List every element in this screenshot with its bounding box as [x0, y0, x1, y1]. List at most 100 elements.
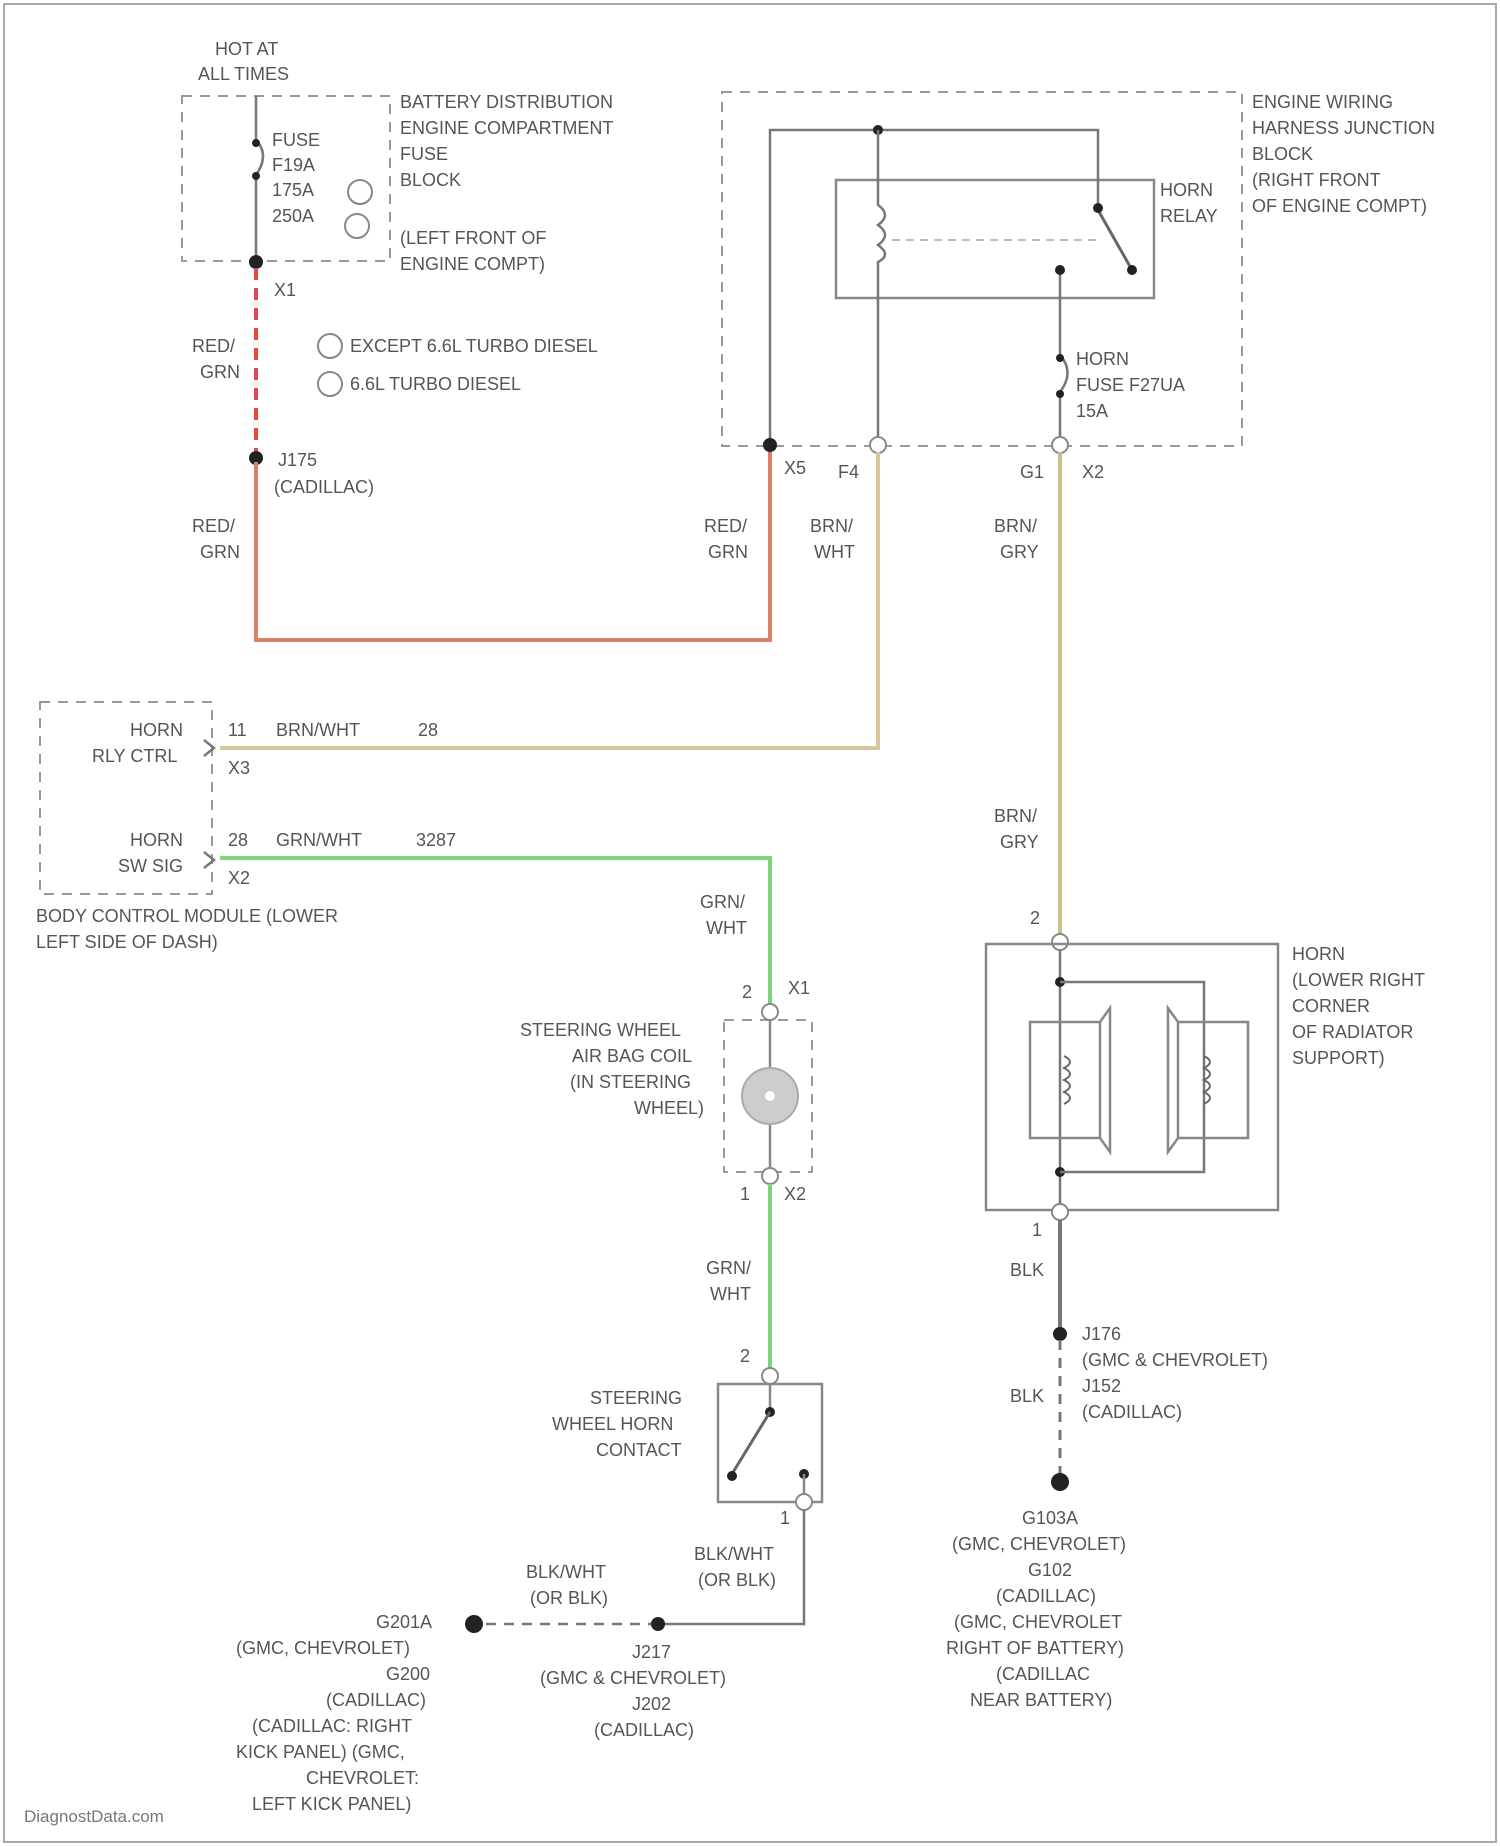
horn-label-2: (LOWER RIGHT — [1292, 970, 1425, 990]
horn-contact-label-3: CONTACT — [596, 1440, 682, 1460]
g103-label-6: RIGHT OF BATTERY) — [946, 1638, 1124, 1658]
battery-block-label-1: BATTERY DISTRIBUTION — [400, 92, 613, 112]
horn-pin-1: 1 — [1032, 1220, 1042, 1240]
g103-label-7: (CADILLAC — [996, 1664, 1090, 1684]
connector-f4 — [870, 437, 886, 453]
j217-label-2: (GMC & CHEVROLET) — [540, 1668, 726, 1688]
connector-coil-x1 — [762, 1004, 778, 1020]
jb-label-2: HARNESS JUNCTION — [1252, 118, 1435, 138]
horn-contact: 2 1 STEERING WHEEL HORN CONTACT — [552, 1346, 822, 1528]
wire-label-red-grn-3: RED/ — [192, 516, 235, 536]
horn-contact-switch — [732, 1412, 770, 1474]
g103-label-5: (GMC, CHEVROLET — [954, 1612, 1122, 1632]
wire-label-brn-gry-4: GRY — [1000, 832, 1039, 852]
fuse-main-label-3: 175A — [272, 180, 314, 200]
g201-label-2: (GMC, CHEVROLET) — [236, 1638, 410, 1658]
horn-label-5: SUPPORT) — [1292, 1048, 1385, 1068]
hot-label-2: ALL TIMES — [198, 64, 289, 84]
bcm-rly-pin: 11 — [228, 720, 247, 740]
bcm-rly-circuit: 28 — [418, 720, 438, 740]
bcm-rly-wire: BRN/WHT — [276, 720, 360, 740]
connector-coil-x2 — [762, 1168, 778, 1184]
bcm-sw-connector: X2 — [228, 868, 250, 888]
wire-label-red-grn-5: RED/ — [704, 516, 747, 536]
wire-red-grn — [256, 445, 770, 640]
wire-label-brn-gry-2: GRY — [1000, 542, 1039, 562]
g103-label-3: G102 — [1028, 1560, 1072, 1580]
wire-label-brn-gry-3: BRN/ — [994, 806, 1037, 826]
wire-label-brn-wht-2: WHT — [814, 542, 855, 562]
coil-pin-1: 1 — [740, 1184, 750, 1204]
g201-label-8: LEFT KICK PANEL) — [252, 1794, 411, 1814]
bcm-sw-label-1: HORN — [130, 830, 183, 850]
battery-block-label-6: (LEFT FRONT OF — [400, 228, 546, 248]
j217-label-4: (CADILLAC) — [594, 1720, 694, 1740]
g201-label-4: (CADILLAC) — [326, 1690, 426, 1710]
wire-label-brn-gry-1: BRN/ — [994, 516, 1037, 536]
bcm-sw-circuit: 3287 — [416, 830, 456, 850]
wire-label-grn-wht-2: WHT — [706, 918, 747, 938]
battery-block-label-7: ENGINE COMPT) — [400, 254, 545, 274]
horn-label-4: OF RADIATOR — [1292, 1022, 1413, 1042]
pin-x2: X2 — [1082, 462, 1104, 482]
bcm-label-2: LEFT SIDE OF DASH) — [36, 932, 218, 952]
wire-label-grn-wht-1: GRN/ — [700, 892, 745, 912]
g103-label-1: G103A — [1022, 1508, 1078, 1528]
g201-label-7: CHEVROLET: — [306, 1768, 419, 1788]
bcm-rly-label-1: HORN — [130, 720, 183, 740]
j176-label-1: J176 — [1082, 1324, 1121, 1344]
j176-label-3: J152 — [1082, 1376, 1121, 1396]
bcm-rly-connector: X3 — [228, 758, 250, 778]
blk-wht-left-2: (OR BLK) — [530, 1588, 608, 1608]
note-2-icon-legend — [318, 372, 342, 396]
jb-label-1: ENGINE WIRING — [1252, 92, 1393, 112]
bcm-sw-label-2: SW SIG — [118, 856, 183, 876]
horn-contact-label-1: STEERING — [590, 1388, 682, 1408]
wire-grn-wht — [220, 858, 770, 1010]
g103-label-2: (GMC, CHEVROLET) — [952, 1534, 1126, 1554]
relay-switch — [1098, 210, 1132, 270]
battery-fuse-block: HOT AT ALL TIMES BATTERY DISTRIBUTION EN… — [182, 39, 613, 300]
wire-label-red-grn-4: GRN — [200, 542, 240, 562]
horn-speaker-left-icon — [1030, 1008, 1110, 1152]
bcm-label-1: BODY CONTROL MODULE (LOWER — [36, 906, 338, 926]
j176-label-4: (CADILLAC) — [1082, 1402, 1182, 1422]
wire-label-brn-wht-1: BRN/ — [810, 516, 853, 536]
blk-label: BLK — [1010, 1260, 1044, 1280]
pin-x5: X5 — [784, 458, 806, 478]
horn-label-1: HORN — [1292, 944, 1345, 964]
hot-label-1: HOT AT — [215, 39, 278, 59]
coil-label-4: WHEEL) — [634, 1098, 704, 1118]
horn-fuse-label-3: 15A — [1076, 401, 1108, 421]
coil-pin-x1: X1 — [788, 978, 810, 998]
fuse-note-2: 6.6L TURBO DIESEL — [350, 374, 521, 394]
g201-label-6: KICK PANEL) (GMC, — [236, 1742, 405, 1762]
pin-g1: G1 — [1020, 462, 1044, 482]
x1-label: X1 — [274, 280, 296, 300]
note-2-icon — [345, 214, 369, 238]
horn-fuse-label-2: FUSE F27UA — [1076, 375, 1185, 395]
note-1-icon-legend — [318, 334, 342, 358]
bcm-sw-pin: 28 — [228, 830, 248, 850]
connector-g1 — [1052, 437, 1068, 453]
fuse-note-1: EXCEPT 6.6L TURBO DIESEL — [350, 336, 598, 356]
body-control-module: HORN RLY CTRL 11 BRN/WHT 28 X3 HORN SW S… — [36, 702, 456, 952]
horn-relay-label-1: HORN — [1160, 180, 1213, 200]
relay-coil — [878, 130, 885, 445]
connector-contact-2 — [762, 1368, 778, 1384]
wire-label-grn-wht-4: WHT — [710, 1284, 751, 1304]
fuse-main-label-4: 250A — [272, 206, 314, 226]
connector-contact-1 — [796, 1494, 812, 1510]
wire-label-red-grn-1: RED/ — [192, 336, 235, 356]
horn-relay-label-2: RELAY — [1160, 206, 1218, 226]
j175-label-1: J175 — [278, 450, 317, 470]
junction-block: ENGINE WIRING HARNESS JUNCTION BLOCK (RI… — [722, 92, 1435, 482]
ground-g201a-icon — [465, 1615, 483, 1633]
horn-fuse-label-1: HORN — [1076, 349, 1129, 369]
horn-assembly: 2 1 HORN (LOWER RIGHT CORNER OF RADIATOR… — [986, 908, 1425, 1240]
ground-g103a-icon — [1051, 1473, 1069, 1491]
g201-label-3: G200 — [386, 1664, 430, 1684]
contact-pin-1: 1 — [780, 1508, 790, 1528]
wire-label-grn-wht-3: GRN/ — [706, 1258, 751, 1278]
